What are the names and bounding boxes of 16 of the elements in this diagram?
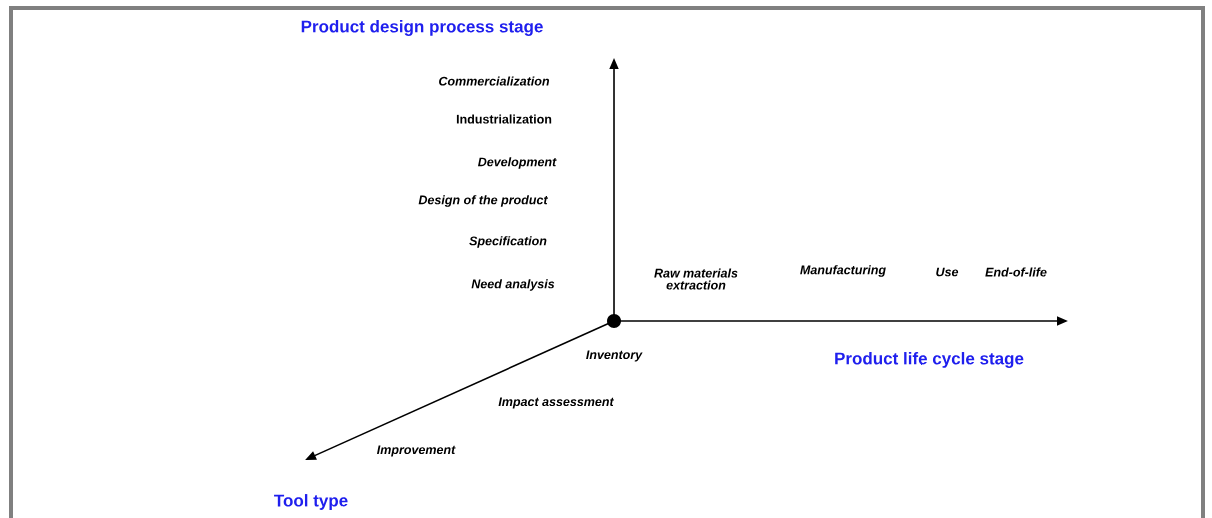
axis-category-label: Raw materials extraction xyxy=(654,268,738,290)
axis-title: Product life cycle stage xyxy=(835,352,1024,368)
axis-category-label: Design of the product xyxy=(418,195,548,207)
axis-category-label: Industrialization xyxy=(456,114,552,124)
axis-category-label: End-of-life xyxy=(985,267,1047,277)
axis-category-label: Impact assessment xyxy=(498,397,615,409)
axis-category-label: Manufacturing xyxy=(800,265,886,277)
axis-category-label: Need analysis xyxy=(471,279,555,291)
axis-category-label: Inventory xyxy=(586,350,643,362)
axis-title: Product design process stage xyxy=(301,20,543,36)
axis-category-label: Use xyxy=(936,267,959,277)
axis-category-label: Commercialization xyxy=(439,76,550,86)
axis-title: Tool type xyxy=(274,494,348,510)
axis-category-label: Improvement xyxy=(377,445,456,457)
axis-category-label: Specification xyxy=(469,236,547,248)
axis-category-label: Development xyxy=(478,157,557,169)
